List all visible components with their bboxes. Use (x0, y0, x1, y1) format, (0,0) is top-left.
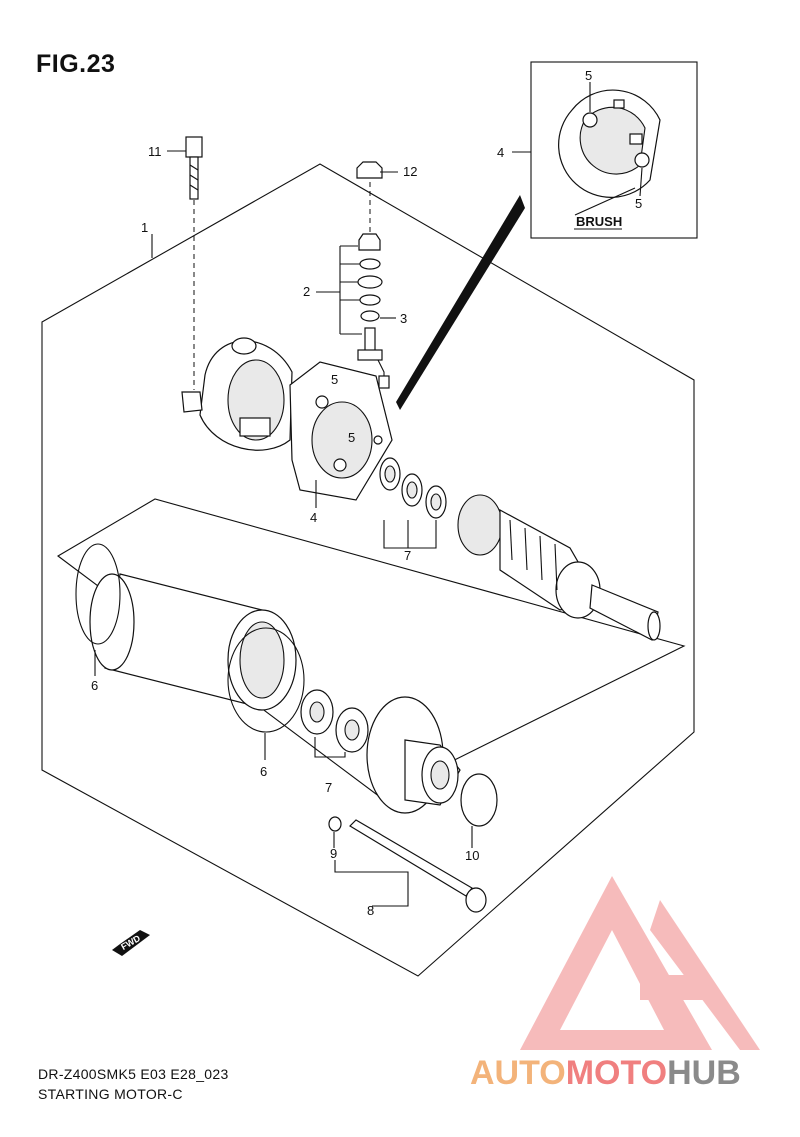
inset-pointer-arrow (396, 195, 525, 410)
end-cover-housing (181, 337, 293, 451)
callout-12: 12 (403, 164, 417, 179)
washers-part-7-upper (379, 457, 447, 519)
washer-part-9 (328, 816, 342, 832)
callout-9: 9 (330, 846, 337, 861)
brush-inset-box (530, 61, 698, 239)
o-ring-part-6-right (227, 627, 305, 733)
watermark-text: AUTOMOTOHUB (470, 1054, 741, 1092)
callout-3: 3 (400, 311, 407, 326)
callout-2: 2 (303, 284, 310, 299)
diagram-name-caption: STARTING MOTOR-C (38, 1086, 183, 1102)
callout-4-main: 4 (310, 510, 317, 525)
brush-plate-part-4 (289, 361, 393, 501)
o-ring-part-6-left (75, 543, 121, 645)
yoke-housing (89, 573, 297, 711)
washer-stack-part-2 (357, 233, 383, 322)
callout-7-upper: 7 (404, 548, 411, 563)
callout-11: 11 (148, 144, 162, 159)
brush-label: BRUSH (576, 214, 622, 229)
callout-6-right: 6 (260, 764, 267, 779)
washers-part-7-lower (300, 689, 369, 753)
callout-5-plate-top: 5 (331, 372, 338, 387)
main-assembly-boundary (41, 163, 695, 977)
watermark-logo (520, 876, 760, 1050)
callout-1: 1 (141, 220, 148, 235)
callout-8: 8 (367, 903, 374, 918)
through-bolt-part-8 (349, 819, 487, 913)
callout-5-plate-middle: 5 (348, 430, 355, 445)
callout-5-inset-bottom: 5 (635, 196, 642, 211)
armature (457, 494, 661, 641)
o-ring-part-10 (460, 773, 498, 827)
model-code-caption: DR-Z400SMK5 E03 E28_023 (38, 1066, 229, 1082)
callout-7-lower: 7 (325, 780, 332, 795)
figure-title: FIG.23 (36, 50, 116, 78)
nut-part-12 (356, 161, 383, 179)
bolt-part-11 (185, 136, 203, 200)
callout-6-left: 6 (91, 678, 98, 693)
brush-holder-inset-drawing (558, 89, 661, 198)
callout-10: 10 (465, 848, 479, 863)
front-cover-bracket (366, 696, 461, 814)
fwd-direction-arrow: FWD (112, 930, 150, 956)
callout-4-inset: 4 (497, 145, 504, 160)
yoke-assembly-boundary (57, 498, 686, 798)
callout-5-inset-top: 5 (585, 68, 592, 83)
terminal-bolt (357, 327, 390, 389)
